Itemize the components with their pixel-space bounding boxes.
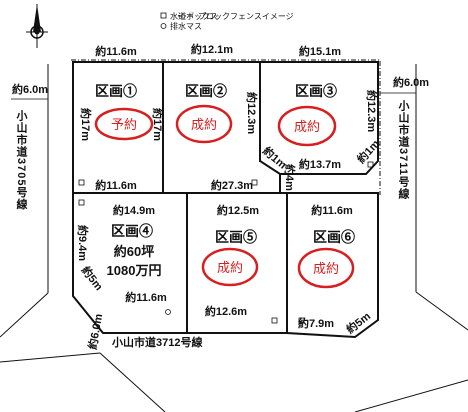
- lot-3[interactable]: [259, 61, 379, 175]
- legend-drain: 排水マス: [170, 21, 202, 31]
- lot-3-stamp-ring: [277, 105, 337, 147]
- lot-6-top-dim: 約11.6m: [311, 203, 353, 217]
- left-road-name: 小山市道3705号線: [15, 109, 29, 211]
- legend: 水道ボックス 排水マス ブロックフェンスイメージ: [160, 11, 294, 31]
- bottom-road-width: 約6.0m: [85, 312, 105, 350]
- lot-6-name: 区画⑥: [313, 229, 355, 245]
- lot-5-top-dim: 約12.5m: [217, 203, 259, 217]
- lot-6-stamp-ring: [297, 247, 355, 289]
- lot-3-status: 成約: [294, 119, 320, 134]
- water-box-icon: [160, 12, 167, 19]
- legend-water-box: 水道ボックス: [170, 11, 218, 21]
- drain-icon: [165, 309, 171, 315]
- lot-6-bottom-dim: 約7.9m: [298, 316, 334, 330]
- lot-2-name: 区画②: [185, 83, 227, 99]
- lot-3-bottom-dim: 約13.7m: [299, 157, 341, 171]
- lot-1-status: 予約: [111, 117, 137, 132]
- lot-6-status: 成約: [313, 261, 339, 276]
- water-box-icon: [78, 199, 85, 206]
- lot-5-name: 区画⑤: [215, 229, 257, 245]
- lot-6[interactable]: [286, 192, 379, 339]
- lots: [71, 59, 381, 339]
- water-box-icon: [367, 161, 374, 168]
- bottom-road-name: 小山市道3712号線: [111, 335, 202, 349]
- lot-2-top-dim: 約12.1m: [191, 42, 233, 56]
- lot-1-right-dim: 約17m: [151, 108, 165, 141]
- lot-5-bottom-dim: 約12.6m: [205, 304, 247, 318]
- water-box-icon: [78, 179, 85, 186]
- roads: [0, 64, 468, 412]
- lot-1-bottom-dim: 約11.6m: [95, 178, 137, 192]
- water-box-icon: [251, 179, 258, 186]
- lot-1-left-dim: 約17m: [79, 108, 93, 141]
- lot-4-left-dim: 約9.4m: [76, 225, 90, 261]
- lot-5-status: 成約: [217, 260, 243, 275]
- lot-4[interactable]: [72, 192, 188, 334]
- mid-bottom-dim: 約27.3m: [211, 178, 253, 192]
- lot-3-name: 区画③: [295, 83, 337, 99]
- water-box-icon: [298, 317, 305, 324]
- lot-5-stamp-ring: [201, 247, 259, 287]
- water-box-icon: [271, 317, 278, 324]
- left-road-width: 約6.0m: [12, 82, 48, 96]
- lot-1-stamp-ring: [94, 107, 154, 141]
- legend-fence: ブロックフェンスイメージ: [198, 11, 294, 21]
- drain-icon: [160, 23, 167, 29]
- lot-4-name: 区画④: [111, 223, 153, 239]
- lot-3-right-dim: 約12.3m: [365, 90, 379, 132]
- lot-1-top-dim: 約11.6m: [95, 44, 137, 58]
- right-road-width: 約6.0m: [393, 75, 429, 89]
- lot-4-price: 1080万円: [107, 263, 162, 278]
- right-road-name: 小山市道3711号線: [397, 99, 411, 200]
- lot-4-top-dim: 約14.9m: [113, 203, 155, 217]
- lot-3-side-dim: 約4m: [283, 164, 297, 191]
- utility-markers: [78, 161, 374, 324]
- lot-2-status: 成約: [191, 117, 217, 132]
- compass-icon: [26, 4, 48, 48]
- lot-1-name: 区画①: [95, 83, 137, 99]
- lot-2-right-dim: 約12.3m: [245, 92, 259, 134]
- lot-4-area: 約60坪: [114, 244, 154, 259]
- block-fence: [71, 59, 381, 195]
- lot-3-top-dim: 約15.1m: [299, 44, 341, 58]
- lot-2-stamp-ring: [175, 104, 233, 144]
- lot-4-bottom-dim: 約11.6m: [125, 290, 167, 304]
